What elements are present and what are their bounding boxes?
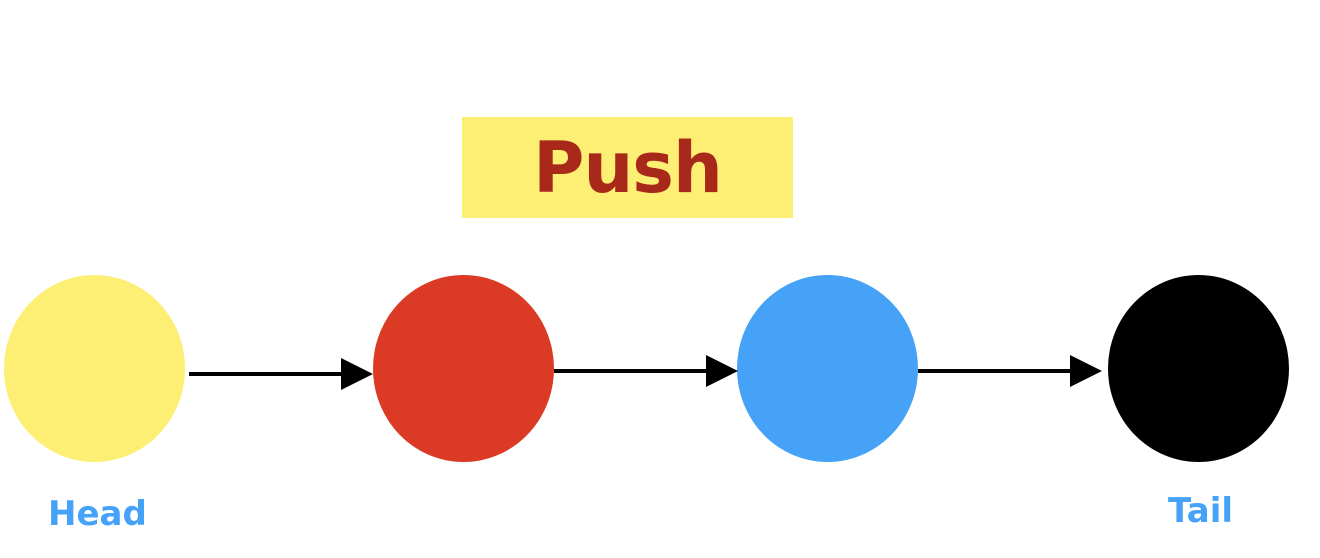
- push-box: Push: [462, 117, 793, 218]
- middle-node-1: [373, 275, 554, 462]
- middle-node-2: [737, 275, 918, 462]
- tail-node: [1108, 275, 1289, 462]
- head-node: [4, 275, 185, 462]
- tail-label: Tail: [1168, 491, 1234, 531]
- push-label: Push: [533, 126, 723, 209]
- head-label: Head: [48, 494, 147, 534]
